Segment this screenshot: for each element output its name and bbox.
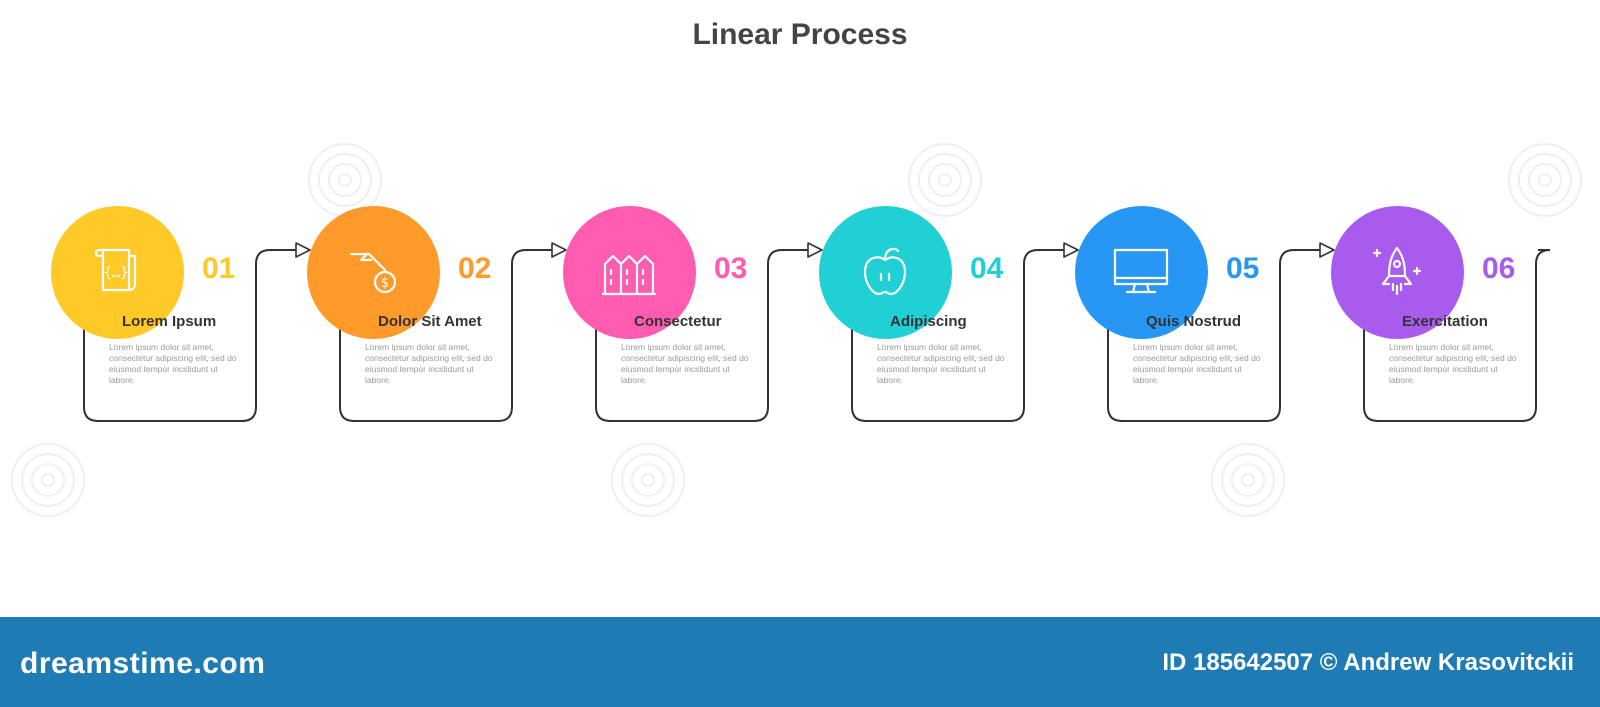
arrow-icon	[1319, 242, 1335, 258]
image-credit: ID 185642507 © Andrew Krasovitckii	[1162, 649, 1574, 676]
step-description: Lorem ipsum dolor sit amet, consectetur …	[621, 342, 749, 385]
step-circle	[563, 206, 696, 339]
buildings-icon	[601, 254, 657, 296]
watermark-spiral-icon	[1508, 143, 1582, 217]
process-connector-line	[83, 242, 1551, 422]
step-label: Lorem Ipsum	[122, 313, 217, 330]
step-number: 06	[1482, 252, 1516, 285]
hand-coin-icon: $	[349, 252, 397, 294]
step-description: Lorem ipsum dolor sit amet, consectetur …	[877, 342, 1005, 385]
brand-logo: dreamstime.com	[20, 647, 266, 680]
step-circle	[819, 206, 952, 339]
step-description: Lorem ipsum dolor sit amet, consectetur …	[1389, 342, 1517, 385]
step-description: Lorem ipsum dolor sit amet, consectetur …	[1133, 342, 1261, 385]
watermark-spiral-icon	[908, 143, 982, 217]
step-label: Consectetur	[634, 313, 722, 330]
page-title: Linear Process	[692, 18, 908, 51]
step-number: 04	[970, 252, 1004, 285]
step-label: Quis Nostrud	[1146, 313, 1242, 330]
connector-path	[83, 249, 1551, 422]
step-number: 05	[1226, 252, 1260, 285]
step-circle	[1331, 206, 1464, 339]
apple-icon	[863, 247, 907, 296]
step-label: Dolor Sit Amet	[378, 313, 482, 330]
arrow-icon	[295, 242, 311, 258]
rocket-icon	[1372, 246, 1422, 296]
scroll-icon: {…}	[94, 248, 137, 292]
monitor-icon	[1113, 248, 1169, 294]
step-number: 03	[714, 252, 748, 285]
step-number: 02	[458, 252, 492, 285]
footer-bar: dreamstime.com ID 185642507 © Andrew Kra…	[0, 617, 1600, 707]
step-circle	[1075, 206, 1208, 339]
watermark-spiral-icon	[1211, 443, 1285, 517]
step-description: Lorem ipsum dolor sit amet, consectetur …	[109, 342, 237, 385]
watermark-spiral-icon	[11, 443, 85, 517]
step-description: Lorem ipsum dolor sit amet, consectetur …	[365, 342, 493, 385]
step-circle: {…}	[51, 206, 184, 339]
svg-text:{…}: {…}	[103, 265, 128, 281]
arrow-icon	[1063, 242, 1079, 258]
step-label: Exercitation	[1402, 313, 1488, 330]
step-label: Adipiscing	[890, 313, 967, 330]
arrow-icon	[807, 242, 823, 258]
step-circle: $	[307, 206, 440, 339]
watermark-spiral-icon	[611, 443, 685, 517]
svg-text:$: $	[381, 276, 389, 291]
step-number: 01	[202, 252, 236, 285]
watermark-spiral-icon	[308, 143, 382, 217]
arrow-icon	[551, 242, 567, 258]
